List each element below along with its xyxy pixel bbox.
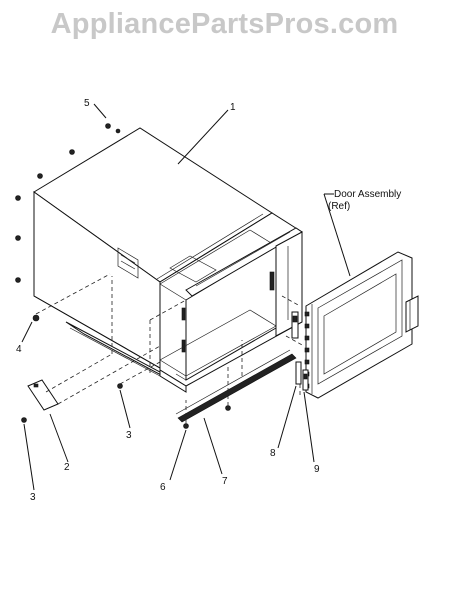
hinge-parts [291, 311, 309, 391]
callout-4: 4 [16, 344, 22, 355]
callout-6: 6 [160, 482, 166, 493]
door-assembly-ref-label: (Ref) [328, 201, 350, 212]
cover-plate [27, 379, 59, 411]
alignment-lines [35, 273, 305, 424]
callout-3a: 3 [126, 430, 132, 441]
watermark-text: AppliancePartsPros.com [50, 8, 399, 40]
screws [15, 123, 231, 429]
oven-cavity [159, 212, 303, 393]
callout-9: 9 [314, 464, 320, 475]
callout-3b: 3 [30, 492, 36, 503]
leader-lines [21, 103, 351, 491]
door-assembly-label: Door Assembly [334, 189, 401, 200]
seal-strip [175, 349, 297, 423]
cabinet-wrapper [33, 127, 273, 385]
callout-1: 1 [230, 102, 236, 113]
door-assembly [304, 251, 419, 399]
callout-labels: 1 5 4 3 2 3 6 7 8 9 Door Assembly (Ref) [16, 98, 401, 503]
callout-8: 8 [270, 448, 276, 459]
callout-7: 7 [222, 476, 228, 487]
callout-2: 2 [64, 462, 70, 473]
callout-5: 5 [84, 98, 90, 109]
